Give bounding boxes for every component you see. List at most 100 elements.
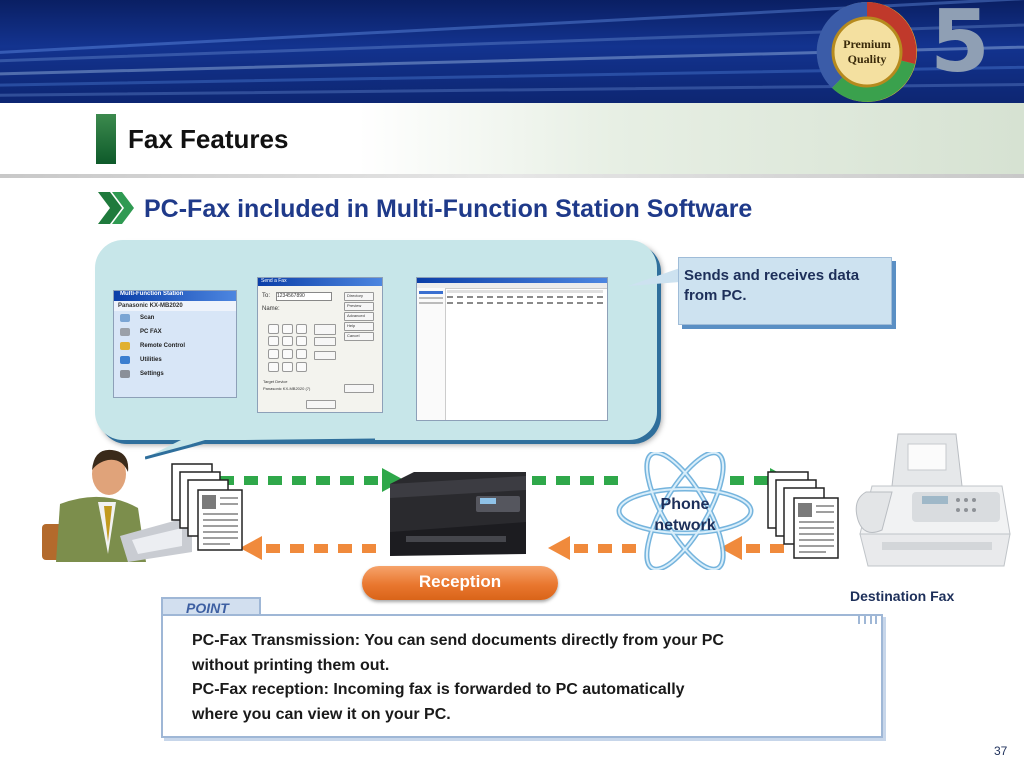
phone-network-label-line1: Phone [660, 496, 710, 513]
receive-arrow-right-segment [720, 536, 784, 560]
clear-button[interactable] [314, 351, 336, 360]
send-button[interactable] [306, 400, 336, 409]
help-button[interactable]: Help [344, 322, 374, 331]
sends-callout-tail [628, 268, 680, 286]
fax-machine-icon [855, 433, 1011, 567]
keypad-key-7[interactable] [268, 349, 279, 359]
title-accent-bar [96, 114, 116, 164]
table-row[interactable] [447, 296, 603, 298]
mfs-item-label: Settings [140, 371, 164, 377]
mfs-item-label: PC FAX [140, 329, 162, 335]
point-line-3: PC-Fax reception: Incoming fax is forwar… [192, 681, 685, 698]
table-row[interactable] [447, 302, 603, 304]
multi-function-station-window[interactable]: Multi-Function Station Panasonic KX-MB20… [113, 290, 237, 398]
fax-log-folder [419, 302, 443, 304]
pause-button[interactable] [314, 337, 336, 346]
point-label: POINT [186, 600, 229, 616]
phone-network-label: Phone network [640, 494, 730, 536]
receive-arrow-middle-segment [548, 536, 636, 560]
mfs-item-settings[interactable]: Settings [114, 367, 236, 381]
keypad-key-3[interactable] [296, 324, 307, 334]
target-device-label: Target Device [263, 379, 288, 384]
point-box-decoration [858, 614, 877, 624]
keypad-key-4[interactable] [268, 336, 279, 346]
point-text: PC-Fax Transmission: You can send docume… [192, 629, 872, 727]
reception-button [362, 566, 558, 600]
cancel-button[interactable]: Cancel [344, 332, 374, 341]
double-chevron-icon [98, 192, 134, 224]
documents-left-icon [171, 463, 243, 551]
documents-right-icon [767, 471, 839, 559]
start-scan-button[interactable] [314, 324, 336, 335]
fax-icon [120, 328, 130, 336]
mfs-device: Panasonic KX-MB2020 [114, 301, 236, 311]
advanced-button[interactable]: Advanced [344, 312, 374, 321]
receive-arrow-left-segment [240, 536, 376, 560]
keypad-key-2[interactable] [282, 324, 293, 334]
preview-label: Preview [347, 303, 362, 308]
fax-log-window[interactable] [416, 277, 608, 421]
mfs-item-utilities[interactable]: Utilities [114, 353, 236, 367]
section-title: Fax Features [128, 124, 289, 154]
mfs-item-label: Scan [140, 315, 155, 321]
destination-fax-label: Destination Fax [850, 588, 955, 604]
slide-subtitle: PC-Fax included in Multi-Function Statio… [144, 195, 753, 223]
mfs-item-label: Remote Control [140, 343, 185, 349]
help-label: Help [347, 323, 356, 328]
keypad-key-0[interactable] [282, 362, 293, 372]
phone-network-icon [616, 452, 754, 570]
keypad-key-hash[interactable] [296, 362, 307, 372]
to-input[interactable]: 1234567890 [276, 292, 332, 301]
badge-text-quality: Quality [848, 52, 887, 66]
point-line-1: PC-Fax Transmission: You can send docume… [192, 632, 724, 649]
keypad-key-5[interactable] [282, 336, 293, 346]
reception-label: Reception [418, 572, 502, 591]
point-box [161, 614, 883, 738]
phone-network-label-line2: network [654, 517, 716, 534]
to-label: To: [262, 293, 271, 299]
chapter-number: 5 [930, 0, 990, 92]
preview-button[interactable]: Preview [344, 302, 374, 311]
cancel-label: Cancel [347, 333, 360, 338]
name-label: Name: [262, 306, 280, 312]
send-fax-title: Send a Fax [261, 278, 287, 284]
send-fax-window[interactable]: Send a Fax To: 1234567890 Name: Director… [257, 277, 383, 413]
point-line-4: where you can view it on your PC. [192, 705, 451, 723]
person-at-laptop-icon [42, 449, 192, 562]
keypad-key-9[interactable] [296, 349, 307, 359]
scan-icon [120, 314, 130, 322]
fax-log-folder-selected [419, 291, 443, 294]
premium-quality-badge: Premium Quality [816, 1, 917, 102]
send-fax-titlebar: Send a Fax [258, 278, 382, 286]
remote-control-icon [120, 342, 130, 350]
keypad-key-star[interactable] [268, 362, 279, 372]
callout-tail [145, 438, 375, 460]
mfs-item-scan[interactable]: Scan [114, 311, 236, 325]
settings-icon [120, 370, 130, 378]
fax-log-folder-pane[interactable] [417, 288, 446, 420]
mfs-title: Multi-Function Station [120, 291, 184, 297]
point-tab [161, 597, 261, 619]
mfs-item-pc-fax[interactable]: PC FAX [114, 325, 236, 339]
fax-log-toolbar [417, 283, 607, 289]
multi-function-printer-icon [390, 472, 526, 556]
send-arrow-middle-segment [532, 476, 618, 485]
page-number: 37 [994, 744, 1008, 758]
utilities-icon [120, 356, 130, 364]
fax-log-titlebar [417, 278, 607, 283]
header-strip [0, 103, 1024, 175]
header-divider [0, 174, 1024, 178]
directory-button[interactable]: Directory [344, 292, 374, 301]
keypad-key-6[interactable] [296, 336, 307, 346]
fax-log-header [447, 290, 603, 293]
select-button[interactable] [344, 384, 374, 393]
point-line-2: without printing them out. [192, 656, 390, 674]
keypad-key-1[interactable] [268, 324, 279, 334]
keypad-key-8[interactable] [282, 349, 293, 359]
advanced-label: Advanced [347, 313, 365, 318]
sends-callout-text: Sends and receives data from PC. [684, 267, 860, 304]
sends-callout-box [678, 257, 892, 325]
mfs-item-label: Utilities [140, 357, 162, 363]
mfs-titlebar: Multi-Function Station [114, 291, 236, 301]
mfs-item-remote-control[interactable]: Remote Control [114, 339, 236, 353]
